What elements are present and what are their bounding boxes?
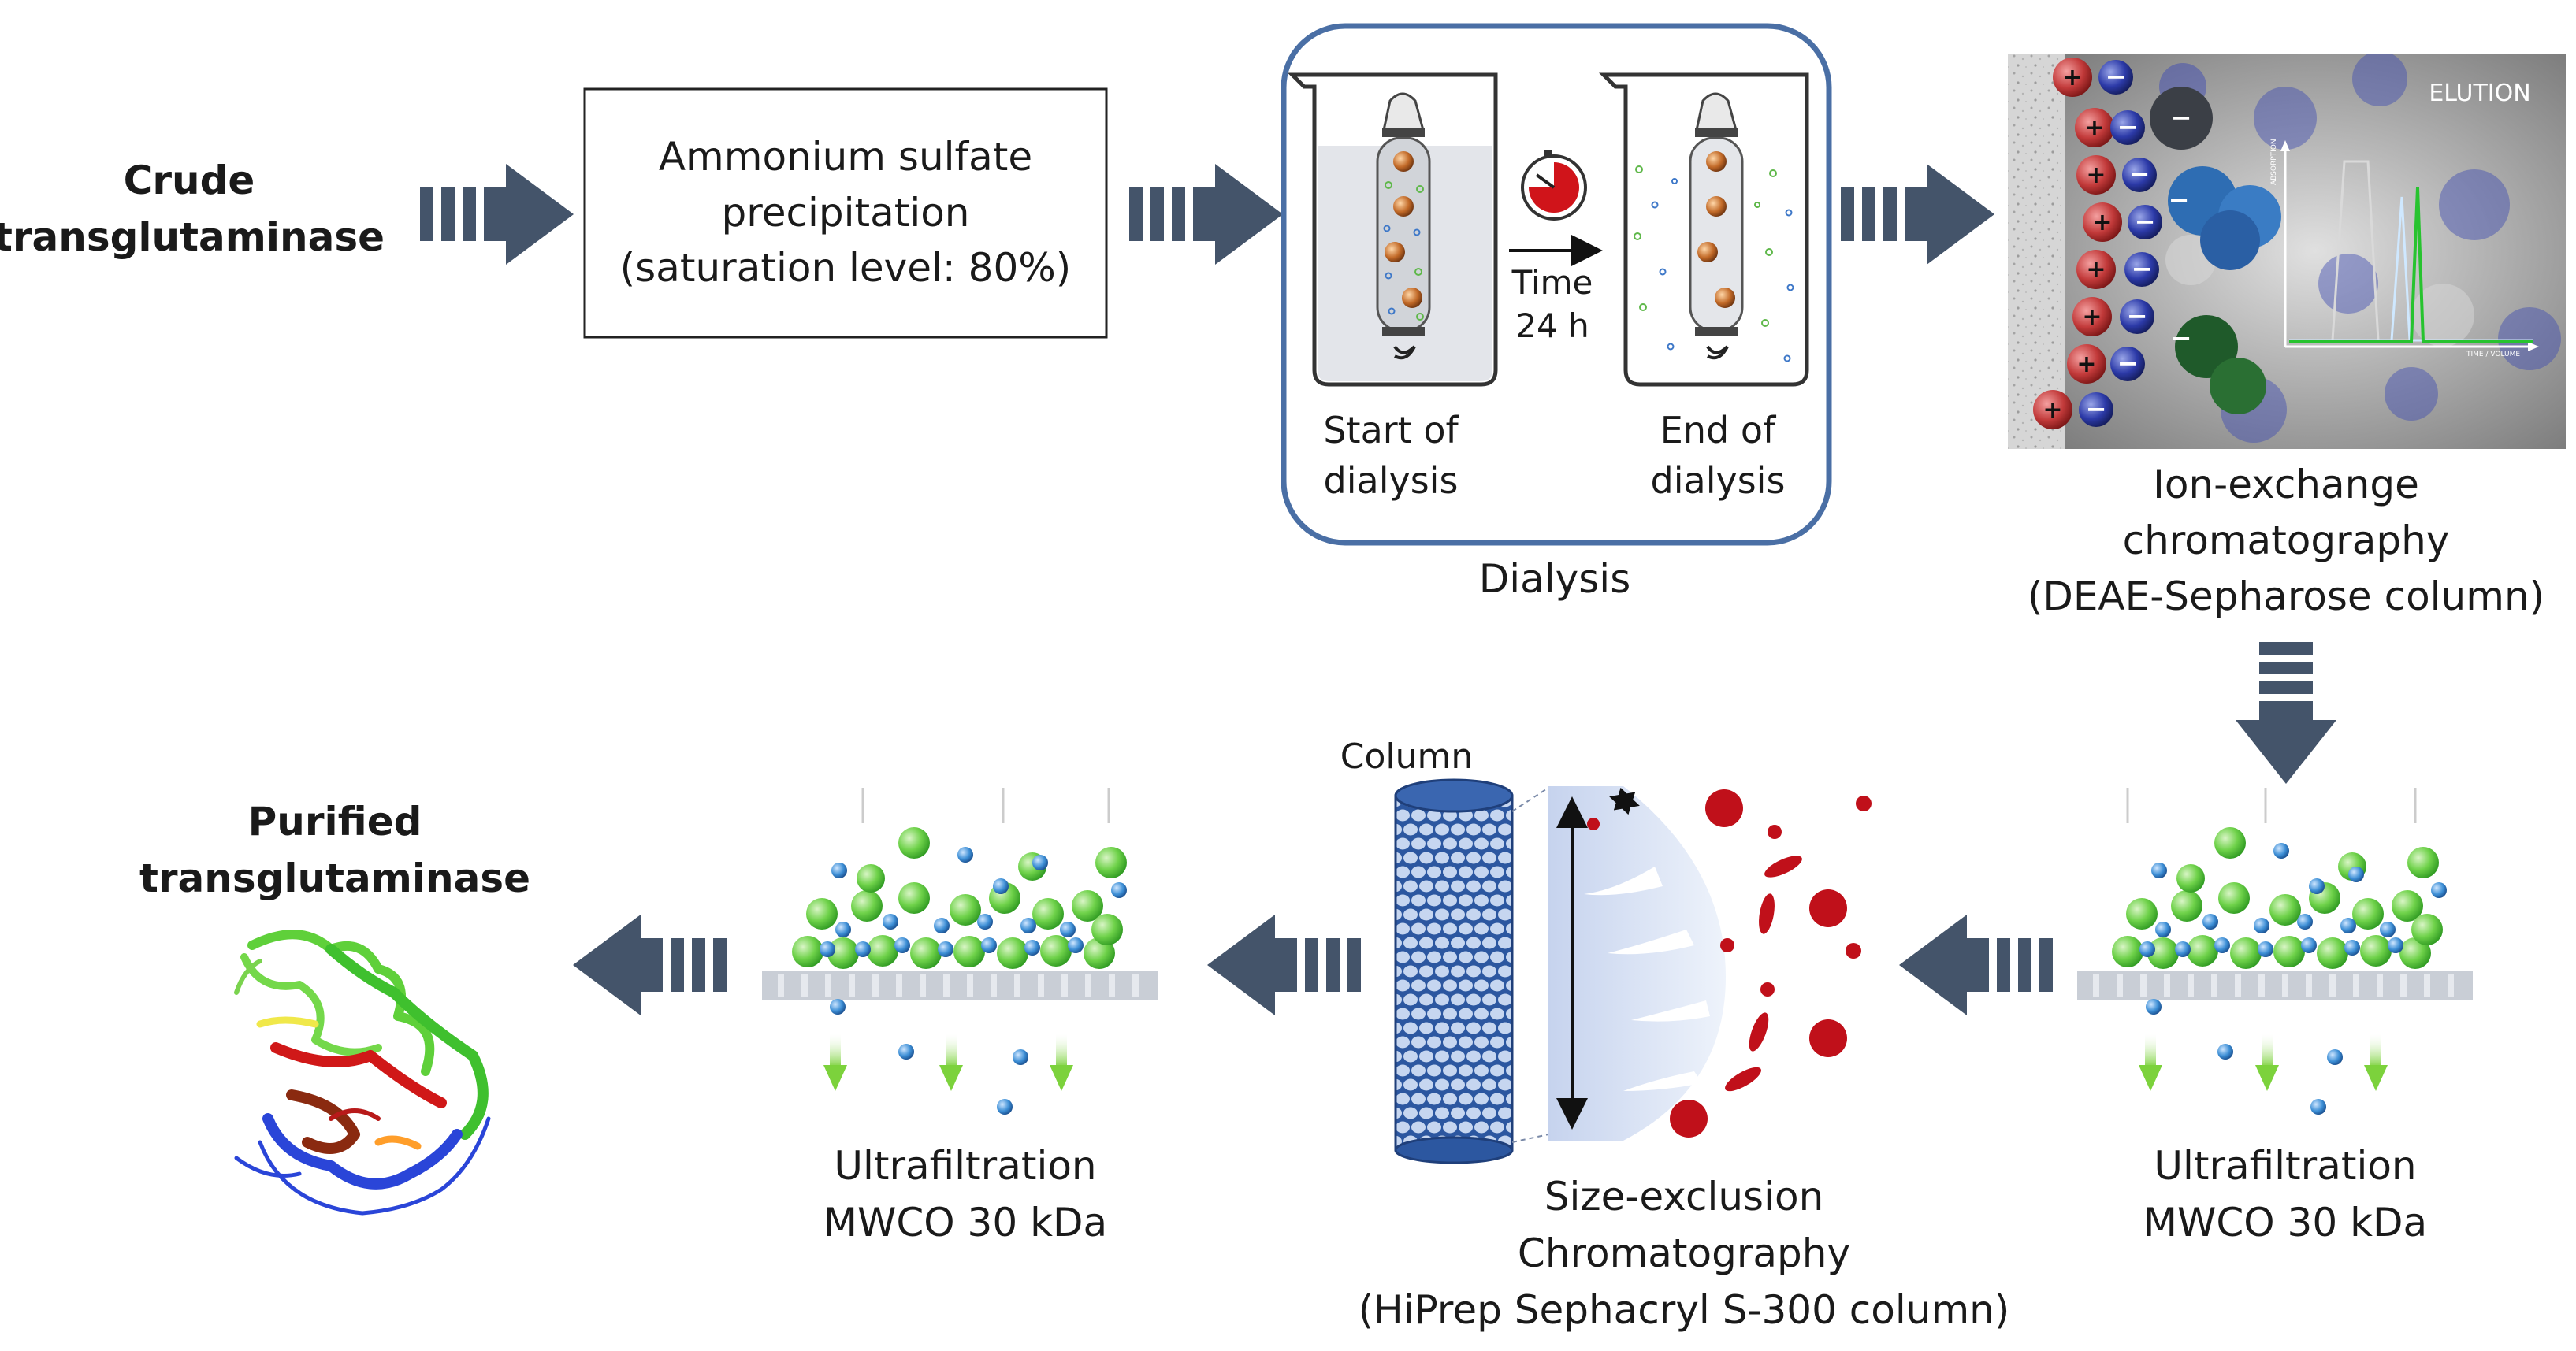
ammonium-line3: (saturation level: 80%) — [620, 245, 1072, 291]
svg-text:−: − — [2171, 102, 2192, 132]
cation-beads — [2033, 58, 2122, 429]
svg-text:+: + — [2062, 64, 2082, 91]
ultrafiltration-membrane-icon — [2077, 788, 2473, 1115]
purified-step: Purified transglutaminase — [139, 799, 530, 1216]
flow-arrow-left-3 — [573, 915, 727, 1015]
time-label-line2: 24 h — [1515, 306, 1589, 345]
elution-chart: ABSORPTION TIME / VOLUME — [2270, 139, 2539, 358]
purified-line1: Purified — [248, 799, 422, 844]
sec-line3: (HiPrep Sephacryl S-300 column) — [1359, 1287, 2010, 1333]
svg-text:+: + — [2084, 114, 2104, 142]
anion-beads — [2079, 60, 2162, 427]
svg-text:−: − — [2132, 254, 2153, 284]
ion-exchange-line3: (DEAE-Sepharose column) — [2028, 573, 2544, 619]
elution-label: ELUTION — [2429, 80, 2530, 107]
elution-x-axis-label: TIME / VOLUME — [2466, 351, 2520, 358]
svg-text:−: − — [2129, 159, 2150, 189]
flow-arrow-down — [2236, 642, 2336, 784]
sec-line1: Size-exclusion — [1544, 1174, 1824, 1219]
end-dialysis-line2: dialysis — [1651, 459, 1786, 502]
ultrafiltration-right-line1: Ultrafiltration — [2154, 1143, 2416, 1189]
ultrafiltration-left-step: Ultrafiltration MWCO 30 kDa — [762, 788, 1158, 1245]
dialysis-bag-icon — [1376, 92, 1431, 360]
size-exclusion-step: Column — [1340, 737, 2010, 1333]
start-dialysis-line1: Start of — [1323, 409, 1459, 451]
ion-exchange-line1: Ion-exchange — [2153, 462, 2419, 507]
ammonium-line1: Ammonium sulfate — [659, 134, 1032, 180]
flow-arrow-3 — [1841, 164, 1994, 265]
crude-label-line2: transglutaminase — [0, 214, 385, 260]
dialysis-step: Time 24 h — [1281, 23, 1832, 602]
flow-arrow-left-1 — [1899, 915, 2053, 1015]
svg-text:+: + — [2076, 351, 2096, 378]
svg-text:+: + — [2043, 396, 2062, 424]
clock-icon — [1521, 150, 1587, 221]
filtrate-particles — [830, 999, 1028, 1115]
svg-text:+: + — [2082, 303, 2102, 331]
bead-cross-section-icon — [1548, 786, 1726, 1141]
ultrafiltration-right-line2: MWCO 30 kDa — [2143, 1200, 2427, 1245]
flow-arrow-left-2 — [1207, 915, 1361, 1015]
sec-line2: Chromatography — [1518, 1230, 1850, 1276]
dialysis-bag-icon — [1689, 92, 1744, 360]
ultrafiltration-left-line2: MWCO 30 kDa — [823, 1200, 1107, 1245]
protein-structure-icon — [234, 930, 491, 1216]
crude-label: Crude transglutaminase — [0, 158, 385, 260]
filtrate-arrows — [2139, 1032, 2388, 1091]
retained-particles — [792, 827, 1127, 969]
svg-text:−: − — [2169, 185, 2190, 215]
elution-y-axis-label: ABSORPTION — [2270, 139, 2278, 185]
beaker-icon — [1598, 72, 1809, 387]
start-dialysis-line2: dialysis — [1324, 459, 1459, 502]
svg-text:−: − — [2171, 323, 2192, 353]
ion-exchange-line2: chromatography — [2123, 518, 2450, 563]
flow-arrow-2 — [1129, 164, 1283, 265]
filtrate-arrows — [823, 1032, 1073, 1091]
dialysis-title: Dialysis — [1479, 556, 1631, 602]
ammonium-box — [583, 87, 1108, 339]
svg-text:+: + — [2086, 161, 2106, 189]
filtrate-particles — [2146, 999, 2343, 1115]
retained-particles — [2112, 827, 2447, 969]
beaker-icon — [1287, 72, 1498, 387]
svg-text:+: + — [2092, 209, 2112, 236]
svg-text:−: − — [2127, 301, 2148, 331]
flow-arrow-1 — [420, 164, 574, 265]
crude-label-line1: Crude — [124, 158, 255, 203]
ultrafiltration-right-step: Ultrafiltration MWCO 30 kDa — [2077, 788, 2473, 1245]
purified-line2: transglutaminase — [139, 856, 530, 901]
ammonium-sulfate-step: Ammonium sulfate precipitation (saturati… — [583, 87, 1108, 339]
ammonium-line2: precipitation — [722, 190, 970, 236]
svg-text:−: − — [2086, 394, 2107, 424]
column-label: Column — [1340, 737, 1474, 777]
column-icon — [1394, 778, 1514, 1164]
svg-text:−: − — [2117, 112, 2139, 142]
end-dialysis-line1: End of — [1660, 409, 1777, 451]
svg-text:−: − — [2135, 206, 2156, 236]
red-particles — [1670, 789, 1872, 1138]
ultrafiltration-left-line1: Ultrafiltration — [834, 1143, 1096, 1189]
svg-text:−: − — [2117, 348, 2139, 378]
ion-exchange-image: +++ +++ ++ −−− −−− −− −−− ABSORPTION T — [2008, 54, 2566, 449]
ultrafiltration-membrane-icon — [762, 788, 1158, 1115]
time-label-line1: Time — [1511, 263, 1593, 302]
svg-text:−: − — [2106, 61, 2127, 91]
svg-text:+: + — [2086, 256, 2106, 284]
